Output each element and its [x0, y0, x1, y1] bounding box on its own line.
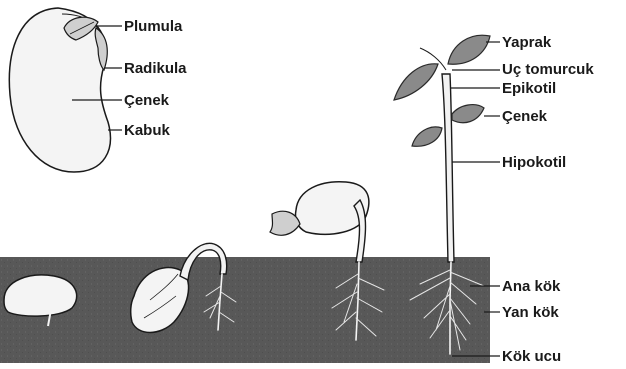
label-yan-kok: Yan kök	[502, 304, 559, 321]
label-uc-tomurcuk: Uç tomurcuk	[502, 61, 594, 78]
label-epikotil: Epikotil	[502, 80, 556, 97]
soil-layer	[0, 257, 490, 363]
yaprak-leaf-left	[394, 64, 438, 100]
seed-cross-section	[9, 8, 110, 172]
label-radikula: Radikula	[124, 60, 187, 77]
yaprak-leaf-right	[448, 35, 490, 64]
label-cenek-plant: Çenek	[502, 108, 548, 125]
cenek-left	[412, 127, 442, 146]
label-ana-kok: Ana kök	[502, 278, 561, 295]
cenek-right	[452, 105, 484, 123]
label-kok-ucu: Kök ucu	[502, 348, 561, 365]
label-yaprak: Yaprak	[502, 34, 552, 51]
label-cenek-seed: Çenek	[124, 92, 170, 109]
label-hipokotil: Hipokotil	[502, 154, 566, 171]
label-plumula: Plumula	[124, 18, 183, 35]
label-kabuk: Kabuk	[124, 122, 171, 139]
